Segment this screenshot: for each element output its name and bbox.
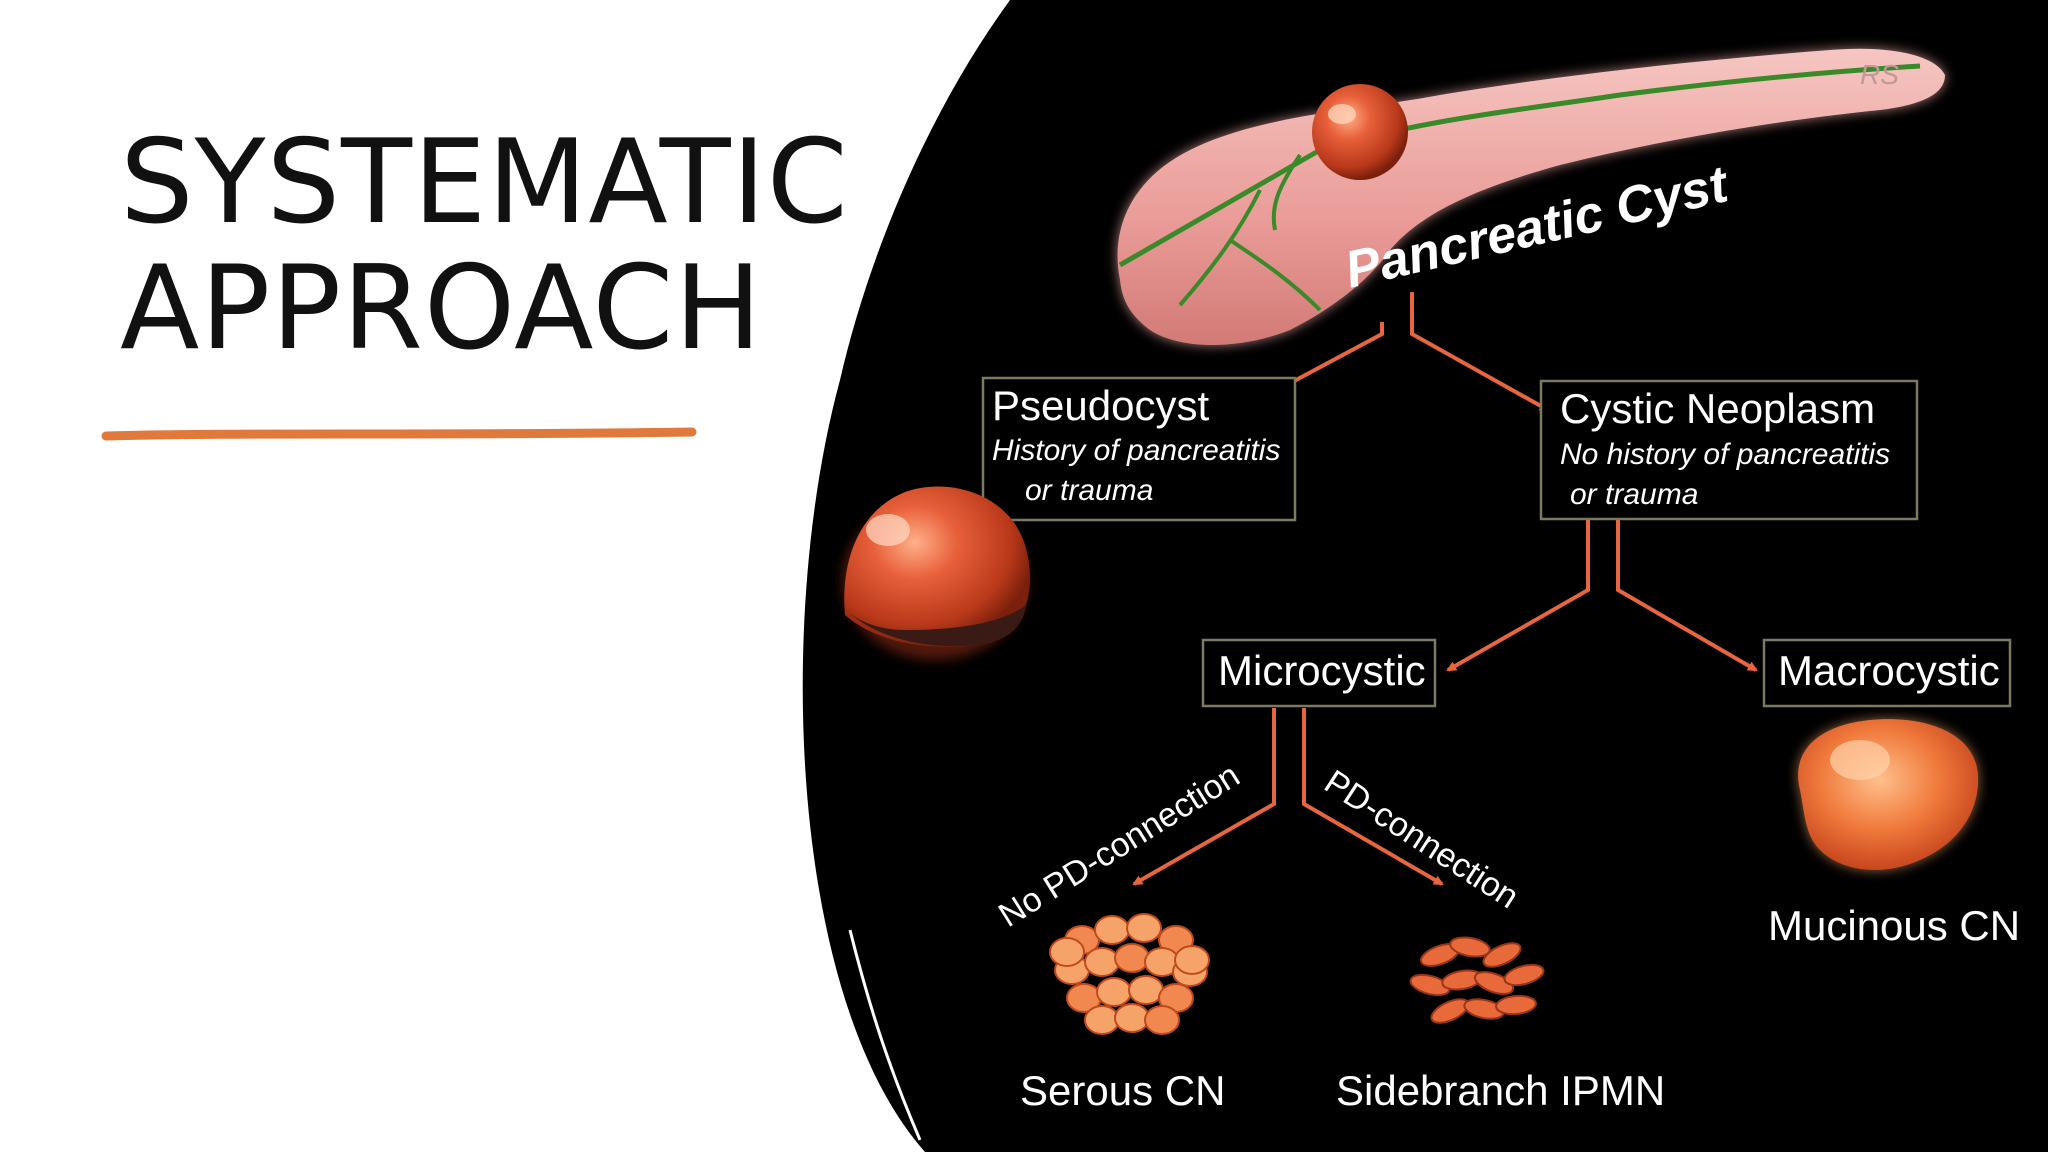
- microcystic-label: Microcystic: [1218, 647, 1426, 694]
- pancreas-illustration: RS: [1117, 48, 1945, 345]
- neoplasm-line1: No history of pancreatitis: [1560, 438, 1890, 471]
- ipmn-cyst: [1503, 963, 1545, 987]
- curve-accent-bottom: [848, 929, 922, 1141]
- serous-cyst: [1128, 975, 1164, 1005]
- serous-cyst: [1144, 1005, 1180, 1035]
- serous-cyst: [1049, 937, 1085, 967]
- serous-cyst: [1126, 913, 1162, 943]
- neoplasm-box: [1539, 379, 1919, 521]
- neoplasm-title: Cystic Neoplasm: [1560, 385, 1875, 432]
- arrow-micro-right: [1302, 708, 1444, 886]
- ipmn-cyst: [1482, 942, 1522, 968]
- pseudocyst-illustration: [843, 486, 1030, 660]
- ipmn-cyst: [1473, 971, 1515, 995]
- arrow-micro-left: [1132, 708, 1276, 886]
- ipmn-label: Sidebranch IPMN: [1336, 1067, 1665, 1114]
- serous-cn-label: Serous CN: [1020, 1067, 1225, 1114]
- macrocystic-box: [1762, 638, 2012, 708]
- slide-title-line-1: SYSTEMATIC: [120, 115, 849, 250]
- curve-accent-top: [903, 5, 1002, 166]
- mucinous-illustration: [1798, 719, 1979, 871]
- serous-cn-illustration: [1049, 913, 1210, 1035]
- serous-cyst: [1114, 1003, 1150, 1033]
- ipmn-cyst: [1495, 994, 1537, 1016]
- arrow-neoplasm-left: [1446, 520, 1590, 672]
- pseudocyst-line1: History of pancreatitis: [992, 434, 1280, 467]
- neoplasm-line2: or trauma: [1570, 478, 1698, 511]
- diagram-background: [802, 0, 2048, 1152]
- pseudocyst-line2: or trauma: [1025, 474, 1153, 507]
- arrow-neoplasm-right: [1616, 520, 1758, 672]
- serous-cyst: [1094, 915, 1130, 945]
- signature: RS: [1860, 59, 1899, 90]
- ipmn-cyst: [1409, 973, 1451, 997]
- arrow-root-right: [1410, 292, 1550, 412]
- ipmn-illustration: [1409, 936, 1545, 1024]
- ipmn-cyst: [1449, 936, 1491, 958]
- pseudocyst-box: [981, 376, 1297, 522]
- mucinous-cn-label: Mucinous CN: [1768, 902, 2020, 949]
- serous-cyst: [1174, 945, 1210, 975]
- serous-cyst: [1114, 943, 1150, 973]
- title-underline: [101, 427, 697, 441]
- microcystic-box: [1201, 638, 1437, 708]
- slide-title-line-2: APPROACH: [120, 241, 763, 376]
- serous-cyst: [1084, 947, 1120, 977]
- pseudocyst-title: Pseudocyst: [992, 382, 1209, 429]
- serous-cyst: [1084, 1005, 1120, 1035]
- slide-title: SYSTEMATIC APPROACH: [120, 120, 849, 372]
- serous-cyst: [1096, 977, 1132, 1007]
- macrocystic-label: Macrocystic: [1778, 647, 2000, 694]
